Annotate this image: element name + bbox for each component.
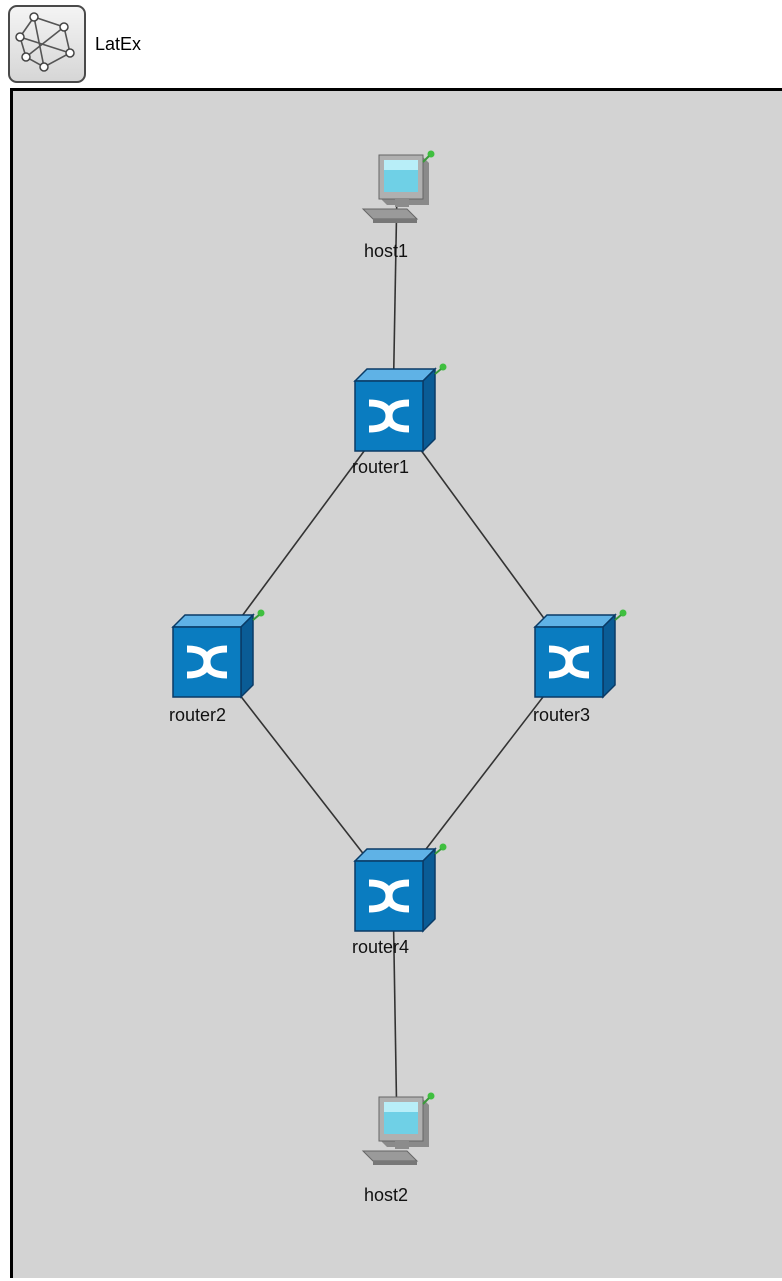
router-icon [353,363,447,453]
node-host2[interactable]: host2 [357,1091,437,1205]
router-icon [353,843,447,933]
node-label: router4 [352,937,410,957]
host-computer-icon [361,150,435,223]
network-topology-icon[interactable] [8,5,86,83]
network-canvas[interactable]: host1 router1 router2 [10,88,782,1278]
node-label: router2 [169,705,227,725]
node-label: host2 [364,1185,409,1205]
link-router4-host2[interactable] [392,891,398,1132]
node-host1[interactable]: host1 [357,149,437,261]
node-label: router1 [352,457,410,477]
router-icon [533,609,627,699]
node-router1[interactable]: router1 [351,363,451,477]
router-icon [171,609,265,699]
network-header: LatEx [0,0,782,88]
link-router1-router3[interactable] [392,411,574,659]
node-router3[interactable]: router3 [531,609,631,725]
network-title: LatEx [95,34,142,54]
node-label: host1 [364,241,409,261]
node-router2[interactable]: router2 [169,609,269,725]
node-label: router3 [533,705,591,725]
node-router4[interactable]: router4 [351,843,451,957]
host-computer-icon [361,1092,435,1165]
